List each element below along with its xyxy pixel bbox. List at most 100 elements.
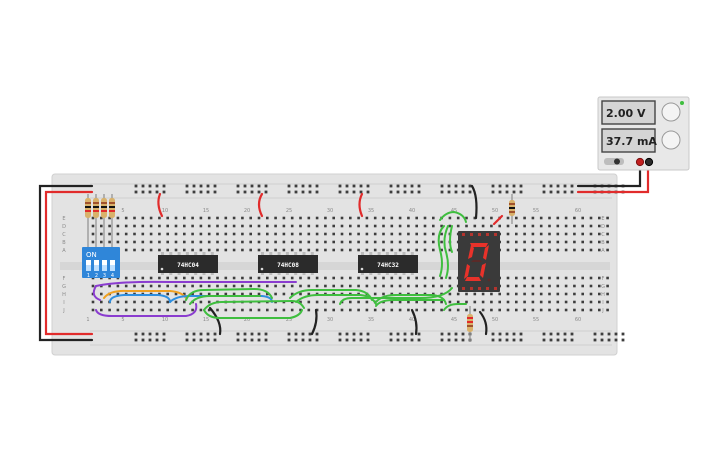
terminal-hole[interactable] [166,284,169,288]
terminal-hole[interactable] [207,224,211,228]
terminal-hole[interactable] [133,308,136,312]
terminal-hole[interactable] [216,308,219,312]
rail-hole[interactable] [542,190,546,194]
wire-black-jumper-b2[interactable] [310,308,318,336]
terminal-hole[interactable] [506,240,510,244]
terminal-hole[interactable] [564,224,568,228]
rail-hole[interactable] [512,184,516,188]
rail-hole[interactable] [614,332,618,336]
terminal-hole[interactable] [573,232,576,236]
terminal-hole[interactable] [158,300,161,304]
rail-hole[interactable] [257,338,261,342]
terminal-hole[interactable] [415,284,418,288]
terminal-hole[interactable] [382,276,385,280]
rail-hole[interactable] [440,184,444,188]
terminal-hole[interactable] [116,240,120,244]
terminal-hole[interactable] [556,224,560,228]
rail-hole[interactable] [185,332,189,336]
terminal-hole[interactable] [598,308,601,312]
terminal-hole[interactable] [141,232,145,236]
terminal-hole[interactable] [141,300,145,304]
terminal-hole[interactable] [207,216,211,220]
rail-hole[interactable] [563,338,567,342]
terminal-hole[interactable] [315,232,319,236]
terminal-hole[interactable] [556,284,560,288]
terminal-hole[interactable] [539,292,543,296]
rail-hole[interactable] [287,332,291,336]
terminal-hole[interactable] [299,240,302,244]
terminal-hole[interactable] [382,308,385,312]
terminal-hole[interactable] [332,224,335,228]
terminal-hole[interactable] [548,224,551,228]
resistor-right[interactable] [509,194,515,224]
terminal-hole[interactable] [465,300,468,304]
terminal-hole[interactable] [232,248,236,252]
rail-hole[interactable] [440,190,444,194]
terminal-hole[interactable] [373,248,377,252]
terminal-hole[interactable] [456,292,460,296]
terminal-hole[interactable] [373,232,377,236]
dip-toggle-slot[interactable] [86,260,91,271]
rail-hole[interactable] [549,184,553,188]
terminal-hole[interactable] [224,232,228,236]
rail-hole[interactable] [600,332,604,336]
terminal-hole[interactable] [149,308,153,312]
rail-hole[interactable] [141,184,145,188]
terminal-hole[interactable] [473,224,477,228]
terminal-hole[interactable] [365,300,369,304]
terminal-hole[interactable] [290,276,294,280]
rail-hole[interactable] [338,332,342,336]
rail-hole[interactable] [236,190,240,194]
terminal-hole[interactable] [382,248,385,252]
terminal-hole[interactable] [515,232,518,236]
rail-hole[interactable] [454,184,458,188]
terminal-hole[interactable] [307,248,311,252]
terminal-hole[interactable] [257,216,261,220]
terminal-hole[interactable] [573,292,576,296]
terminal-hole[interactable] [257,292,261,296]
terminal-hole[interactable] [539,240,543,244]
rail-hole[interactable] [440,332,444,336]
terminal-hole[interactable] [548,300,551,304]
terminal-hole[interactable] [149,284,153,288]
terminal-hole[interactable] [598,300,601,304]
rail-hole[interactable] [621,338,625,342]
terminal-hole[interactable] [373,276,377,280]
terminal-hole[interactable] [515,300,518,304]
rail-hole[interactable] [454,332,458,336]
terminal-hole[interactable] [523,224,526,228]
rail-hole[interactable] [192,332,196,336]
rail-hole[interactable] [162,184,166,188]
terminal-hole[interactable] [448,300,452,304]
terminal-hole[interactable] [357,300,360,304]
terminal-hole[interactable] [598,292,601,296]
terminal-hole[interactable] [149,240,153,244]
terminal-hole[interactable] [241,276,244,280]
terminal-hole[interactable] [307,308,311,312]
terminal-hole[interactable] [407,216,410,220]
terminal-hole[interactable] [515,308,518,312]
rail-hole[interactable] [301,184,305,188]
rail-hole[interactable] [359,332,363,336]
rail-hole[interactable] [396,338,400,342]
terminal-hole[interactable] [274,292,277,296]
rail-hole[interactable] [294,190,298,194]
terminal-hole[interactable] [174,240,178,244]
terminal-hole[interactable] [598,284,601,288]
terminal-hole[interactable] [473,292,477,296]
terminal-hole[interactable] [290,216,294,220]
rail-hole[interactable] [345,190,349,194]
terminal-hole[interactable] [506,284,510,288]
terminal-hole[interactable] [382,224,385,228]
terminal-hole[interactable] [166,308,169,312]
terminal-hole[interactable] [108,284,111,288]
terminal-hole[interactable] [349,308,352,312]
wire-red-jumper-2[interactable] [257,192,264,218]
terminal-hole[interactable] [506,232,510,236]
terminal-hole[interactable] [357,276,360,280]
terminal-hole[interactable] [456,300,460,304]
terminal-hole[interactable] [174,284,178,288]
terminal-hole[interactable] [581,284,584,288]
